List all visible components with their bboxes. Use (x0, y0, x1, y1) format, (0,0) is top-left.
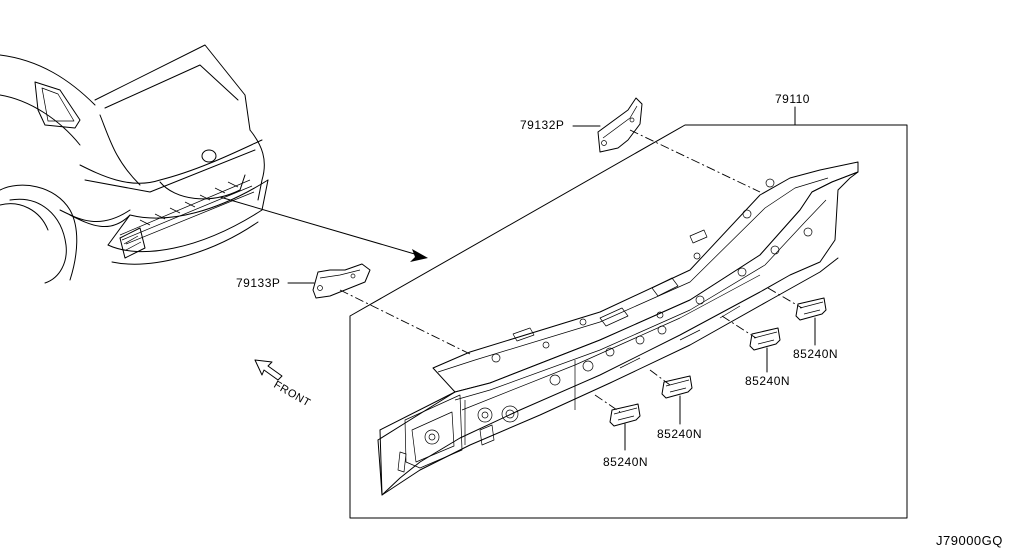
label-79110: 79110 (775, 92, 810, 106)
label-79133p: 79133P (236, 276, 281, 290)
dashed-79132p (629, 129, 761, 193)
bracket-79132p-illustration (597, 97, 643, 153)
clip-85240n-2-illustration (661, 375, 693, 425)
rear-panel-illustration (377, 161, 859, 496)
bracket-79133p-illustration (312, 263, 371, 299)
dashed-clip-4 (767, 287, 803, 309)
label-85240n-3: 85240N (745, 374, 791, 388)
label-85240n-4: 85240N (793, 347, 839, 361)
dashed-clip-3 (721, 315, 757, 339)
clip-85240n-1-illustration (609, 403, 641, 451)
dashed-79133p (339, 289, 471, 355)
label-85240n-1: 85240N (603, 455, 649, 469)
clip-85240n-3-illustration (749, 327, 781, 373)
clip-85240n-4-illustration (795, 297, 827, 346)
dashed-clip-1 (594, 394, 621, 413)
detail-arrow (219, 196, 428, 262)
label-85240n-2: 85240N (657, 427, 703, 441)
label-79132p: 79132P (520, 118, 565, 132)
vehicle-rear-illustration (0, 44, 269, 284)
drawing-code: J79000GQ (936, 533, 1003, 548)
detail-frame (349, 124, 908, 519)
dashed-clip-2 (649, 369, 671, 386)
front-arrow-icon (254, 359, 283, 381)
